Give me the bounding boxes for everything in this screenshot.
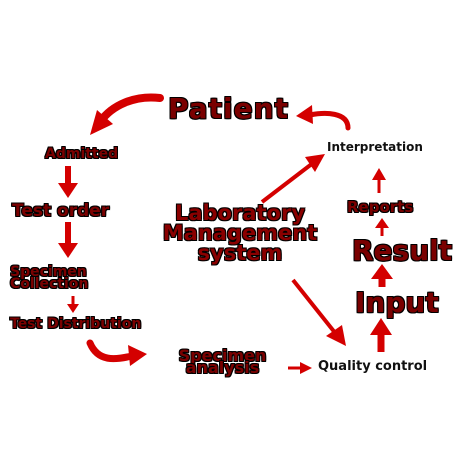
arrow-center-to-interpretation-head [305, 154, 325, 172]
arrow-input-to-result-head [371, 264, 393, 279]
arrow-analysis-to-quality-head [300, 362, 312, 374]
arrow-patient-to-admitted [96, 93, 164, 126]
arrow-center-to-quality [291, 278, 338, 336]
arrow-interpretation-to-patient-head [296, 105, 313, 124]
arrow-patient-to-admitted-head [90, 110, 113, 135]
node-test-distribution: Test Distribution [10, 316, 142, 332]
arrow-center-to-quality-head [326, 325, 346, 346]
arrow-reports-to-interpretation-head [372, 168, 386, 180]
arrow-distribution-to-analysis-head [128, 345, 147, 366]
node-patient: Patient [168, 92, 289, 125]
node-specimen-analysis-line1: Specimen [178, 346, 267, 365]
arrow-distribution-to-analysis [86, 339, 136, 363]
arrow-interpretation-to-patient [307, 111, 351, 131]
node-specimen-analysis: Specimen analysis [160, 346, 285, 377]
diagram-title-line3: system [197, 241, 283, 265]
arrow-collection-to-distribution-head [67, 304, 79, 313]
node-interpretation: Interpretation [327, 140, 423, 154]
node-test-order: Test order [12, 201, 110, 221]
node-reports: Reports [347, 198, 414, 216]
node-result: Result [352, 234, 453, 267]
arrow-testorder-to-collection-head [58, 243, 78, 258]
arrow-center-to-interpretation [260, 161, 315, 204]
arrow-result-to-reports-head [375, 218, 389, 228]
node-quality-control: Quality control [318, 359, 428, 374]
node-specimen-collection: Specimen Collection [10, 264, 89, 292]
node-admitted: Admitted [45, 146, 119, 162]
node-specimen-analysis-line2: analysis [185, 358, 260, 377]
arrow-admitted-to-testorder-head [58, 183, 78, 198]
diagram-title: Laboratory Management system [150, 201, 330, 265]
node-input: Input [355, 286, 439, 319]
node-specimen-collection-line1: Specimen [10, 264, 87, 280]
arrow-quality-to-input-head [370, 318, 392, 335]
diagram-title-line1: Laboratory [174, 201, 306, 225]
node-specimen-collection-line2: Collection [10, 276, 89, 292]
diagram-title-line2: Management [162, 221, 318, 245]
